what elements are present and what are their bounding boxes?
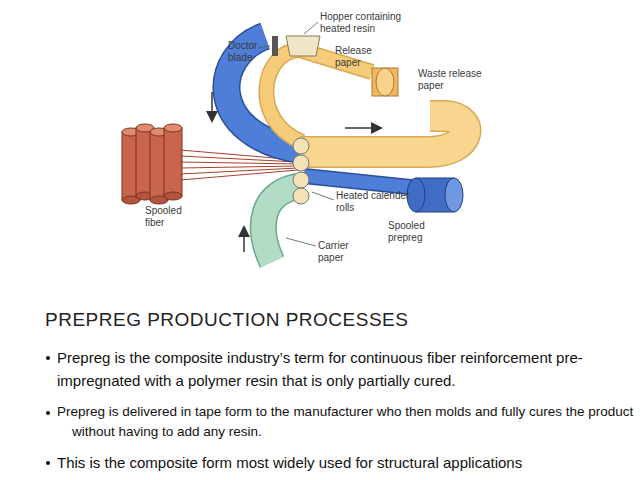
flow-arrow bbox=[345, 127, 380, 129]
blade-label: Doctor blade bbox=[228, 40, 260, 63]
bullet-text: This is the composite form most widely u… bbox=[57, 452, 632, 475]
bullet-dot bbox=[46, 461, 50, 465]
flow-arrow bbox=[211, 92, 213, 120]
doctor-blade bbox=[272, 36, 278, 56]
waste-label: Waste release paper bbox=[418, 68, 484, 91]
prepreg-strip bbox=[304, 176, 420, 188]
release-paper-roll bbox=[372, 68, 398, 96]
prepreg-label: Spooled prepreg bbox=[388, 220, 440, 243]
main-band bbox=[300, 116, 465, 152]
release-paper-roll-end bbox=[376, 68, 394, 96]
flow-arrow bbox=[243, 228, 245, 252]
main-band-outline bbox=[300, 116, 465, 152]
release-label: Release paper bbox=[335, 45, 379, 68]
resin-hopper bbox=[286, 36, 320, 56]
bullet-text: Prepreg is delivered in tape form to the… bbox=[57, 402, 640, 443]
fiber-label: Spooled fiber bbox=[145, 205, 191, 228]
carrier-label: Carrier paper bbox=[318, 240, 362, 263]
slide-title: PREPREG PRODUCTION PROCESSES bbox=[45, 309, 408, 331]
prepreg-spool-end bbox=[407, 178, 425, 212]
calender-rolls bbox=[293, 138, 309, 204]
prepreg-strip-outline bbox=[304, 176, 420, 188]
bullet-text: Prepreg is the composite industry’s term… bbox=[57, 347, 632, 392]
rolls-label: Heated calender rolls bbox=[336, 190, 426, 213]
bullet-dot bbox=[46, 411, 50, 415]
hopper-label: Hopper containing heated resin bbox=[320, 11, 416, 34]
prepreg-spool-end bbox=[445, 178, 463, 212]
leader-lines bbox=[258, 22, 334, 246]
fiber-spools bbox=[122, 124, 182, 204]
bullet-dot bbox=[46, 356, 50, 360]
